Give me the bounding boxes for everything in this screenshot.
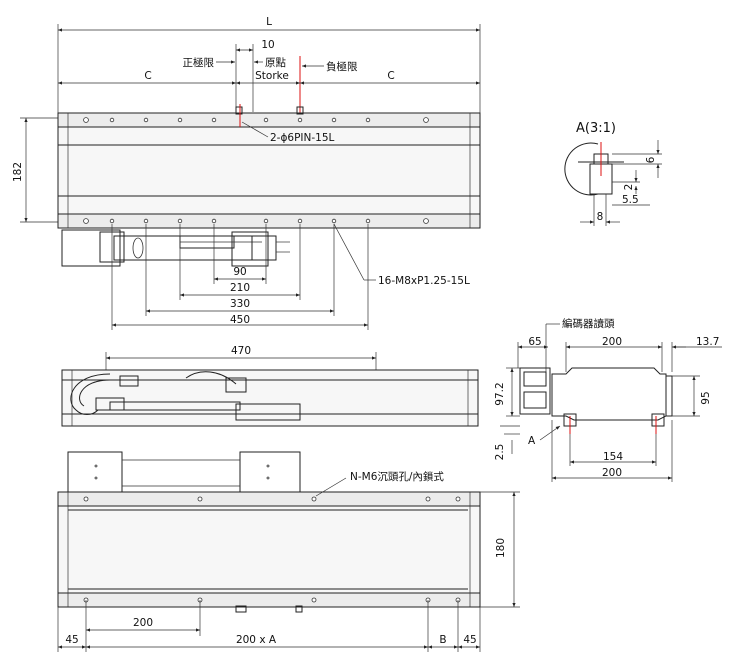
carriage-bottom [239,451,301,493]
dim-200-bottom: 200 [602,467,622,479]
dim-95: 95 [700,391,712,404]
detail-dim-6: 6 [645,156,657,163]
detail-dim-2: 2 [623,184,635,191]
hole-callout: N-M6沉頭孔/內鎖式 [350,470,444,483]
dim-182: 182 [12,162,24,182]
sensor-positive [235,106,243,115]
detail-dim-8: 8 [597,211,604,223]
top-view: L 10 正極限 原點 負極限 C Storke C 182 [12,16,481,330]
detail-title: A(3:1) [576,121,616,136]
pin-callout: 2-ϕ6PIN-15L [270,132,335,144]
sensor-negative [296,106,304,115]
dim-13-7: 13.7 [696,336,719,348]
side-view: 470 [61,345,479,427]
top-row-holes [83,117,429,224]
dim-450: 450 [230,314,250,326]
dim-470: 470 [231,345,251,357]
actuator-body-side [61,369,479,427]
dim-65: 65 [528,336,541,348]
dim-10: 10 [261,39,274,51]
motor-block-bottom [67,451,123,493]
dim-210: 210 [230,282,250,294]
end-view: 編碼器讀頭 65 200 13.7 97.2 95 2.5 [494,317,722,482]
motor-block [61,229,121,267]
dim-B: B [439,634,446,646]
cable-chain [70,373,111,415]
label-negative-limit: 負極限 [326,60,358,73]
dim-154: 154 [603,451,623,463]
detail-A: A(3:1) 6 2 5.5 8 [564,121,662,226]
dim-200: 200 [133,617,153,629]
label-origin: 原點 [265,56,286,69]
dim-C-right: C [387,70,394,82]
dim-C-left: C [144,70,151,82]
dim-L: L [266,16,272,28]
dim-97-2: 97.2 [494,382,506,405]
encoder-block [519,367,551,415]
end-profile [551,367,667,421]
actuator-body-bottom [57,491,481,608]
dim-45-right: 45 [463,634,476,646]
thread-callout: 16-M8xP1.25-15L [378,275,470,287]
dim-180: 180 [495,538,507,558]
dim-200-top: 200 [602,336,622,348]
dim-2-5: 2.5 [494,444,506,461]
carriage-side [235,403,301,421]
dim-330: 330 [230,298,250,310]
bottom-view: N-M6沉頭孔/內鎖式 180 200 45 200 x A B 45 [57,451,520,652]
label-positive-limit: 正極限 [183,56,215,69]
label-A: A [528,435,536,447]
dim-200xA: 200 x A [236,634,277,646]
detail-dim-5-5: 5.5 [622,194,639,206]
label-encoder: 編碼器讀頭 [562,317,615,330]
carriage-block [231,231,269,267]
actuator-body-top [57,112,481,229]
dim-stroke: Storke [255,70,289,82]
dim-90: 90 [233,266,246,278]
dim-45-left: 45 [65,634,78,646]
bottom-row-holes [83,496,461,603]
